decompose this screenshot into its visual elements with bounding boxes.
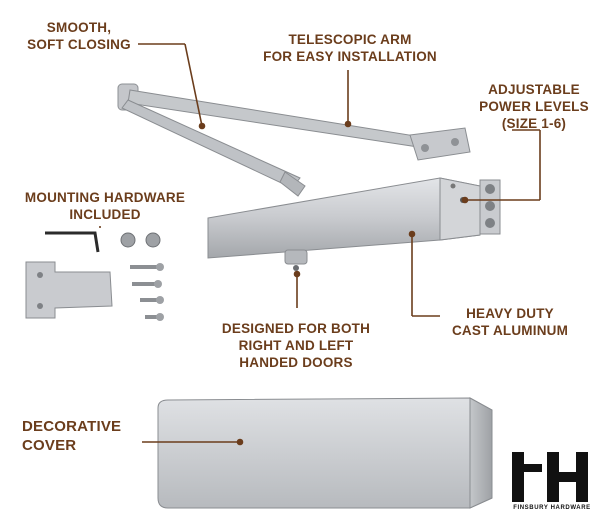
callout-telescopic-arm: TELESCOPIC ARM FOR EASY INSTALLATION: [263, 32, 437, 64]
callout-cast-aluminum: HEAVY DUTY CAST ALUMINUM: [451, 306, 569, 338]
callout-adjustable-power: ADJUSTABLE POWER LEVELS (SIZE 1-6): [479, 82, 589, 131]
logo-brand-text: FINSBURY HARDWARE: [513, 505, 591, 511]
decorative-cover: [157, 397, 493, 509]
callout-smooth-closing: SMOOTH, SOFT CLOSING: [27, 20, 131, 52]
callout-both-doors: DESIGNED FOR BOTH RIGHT AND LEFT HANDED …: [221, 321, 371, 370]
callout-decorative-cover: DECORATIVE COVER: [22, 418, 122, 454]
mounting-hardware: [25, 231, 164, 321]
finsbury-logo-mark: [512, 452, 588, 502]
callout-mounting-hardware: MOUNTING HARDWARE INCLUDED: [24, 190, 186, 222]
closer-body: [207, 177, 501, 271]
telescopic-arm: [117, 83, 471, 197]
callout-lines: [99, 43, 541, 446]
